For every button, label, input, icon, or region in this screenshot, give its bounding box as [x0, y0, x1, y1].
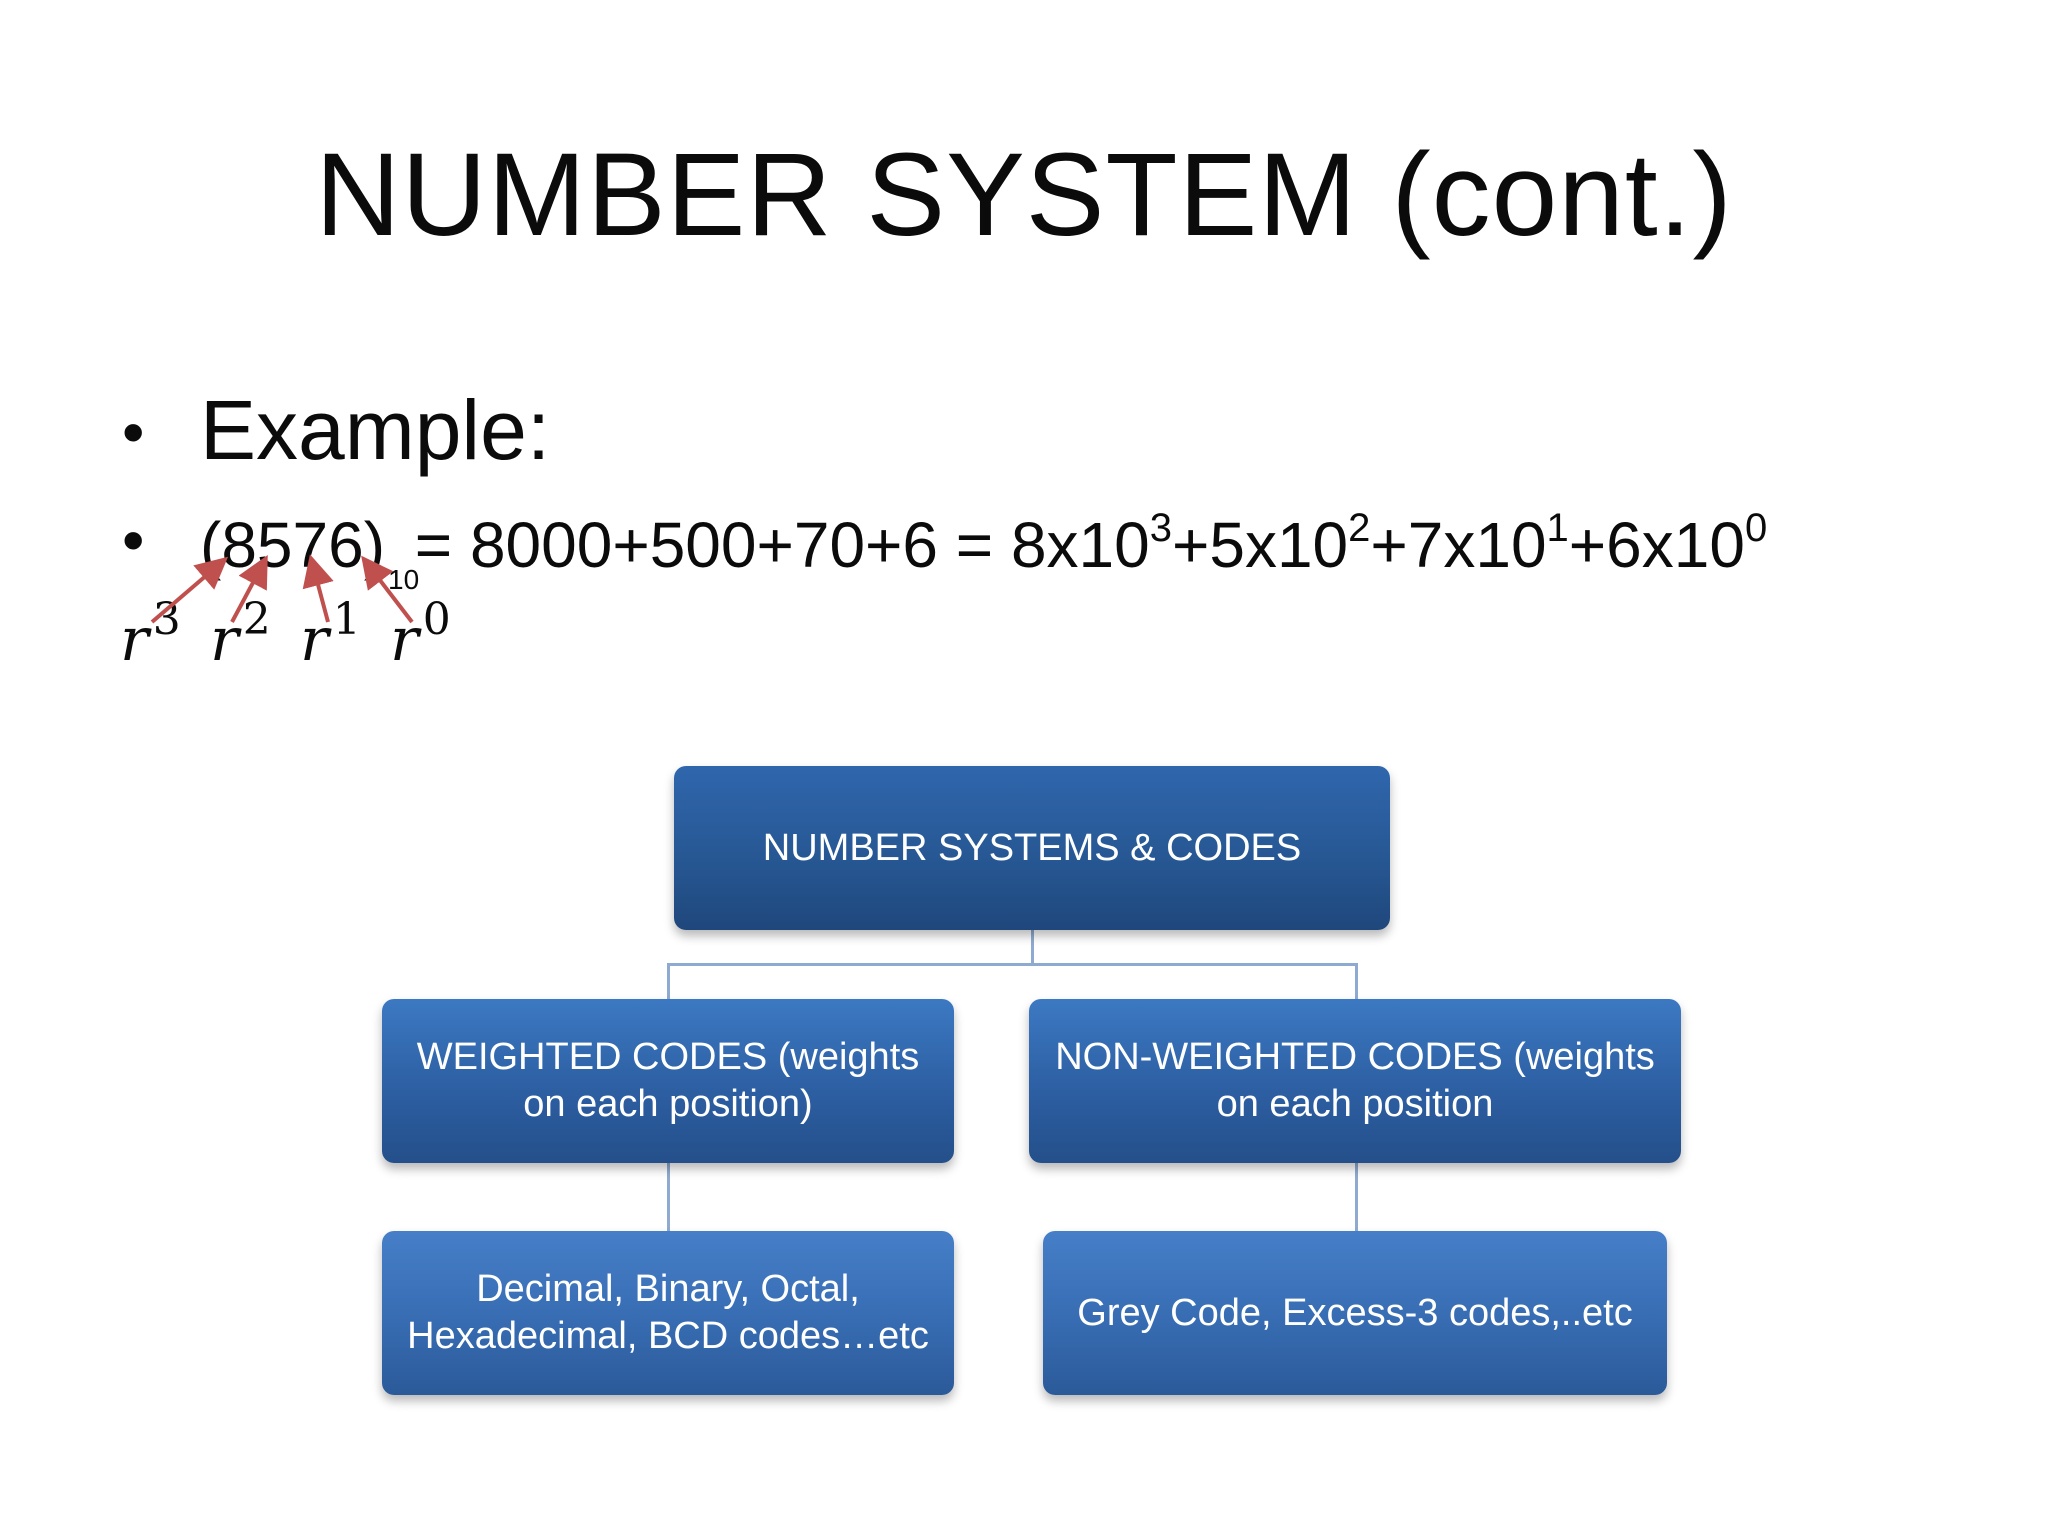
equation-lhs: (8576) — [200, 509, 385, 581]
connector-right-leaf — [1355, 1163, 1358, 1231]
connector-horizontal — [667, 963, 1358, 966]
equation-term: 7x101+ — [1407, 506, 1607, 581]
equation-term: 8x103+ — [1010, 506, 1210, 581]
connector-root-down — [1031, 930, 1034, 965]
bullet-dot: • — [122, 396, 145, 468]
slide-title: NUMBER SYSTEM (cont.) — [315, 129, 1733, 261]
example-label: Example: — [200, 383, 551, 477]
tree-left-leaf-box: Decimal, Binary, Octal, Hexadecimal, BCD… — [382, 1231, 954, 1395]
equation-term: 6x100 — [1606, 506, 1768, 581]
equation-term: 5x102+ — [1209, 506, 1408, 581]
tree-left-leaf-label: Decimal, Binary, Octal, Hexadecimal, BCD… — [407, 1268, 929, 1357]
tree-right-branch-label: NON-WEIGHTED CODES (weights on each posi… — [1055, 1036, 1655, 1125]
weight-r3: r3 — [120, 594, 181, 676]
base-subscript: 10 — [388, 564, 420, 595]
weight-r0: r0 — [390, 594, 451, 676]
tree-left-branch-box: WEIGHTED CODES (weights on each position… — [382, 999, 954, 1163]
tree-right-leaf-box: Grey Code, Excess-3 codes,..etc — [1043, 1231, 1667, 1395]
equation: (8576) = 8000+500+70+6 = 8x103+5x102+7x1… — [200, 505, 1767, 585]
equation-rhs-expanded: = 8000+500+70+6 = — [397, 509, 1011, 581]
connector-left-down — [667, 963, 670, 999]
tree-right-leaf-label: Grey Code, Excess-3 codes,..etc — [1077, 1291, 1633, 1334]
tree-root-box: NUMBER SYSTEMS & CODES — [674, 766, 1390, 930]
weight-r2: r2 — [210, 594, 271, 676]
bullet-dot: • — [122, 504, 145, 576]
weight-r1: r1 — [300, 594, 361, 676]
tree-root-label: NUMBER SYSTEMS & CODES — [762, 826, 1302, 869]
connector-right-down — [1355, 963, 1358, 999]
tree-left-branch-label: WEIGHTED CODES (weights on each position… — [416, 1036, 920, 1125]
tree-right-branch-box: NON-WEIGHTED CODES (weights on each posi… — [1029, 999, 1681, 1163]
connector-left-leaf — [667, 1163, 670, 1231]
